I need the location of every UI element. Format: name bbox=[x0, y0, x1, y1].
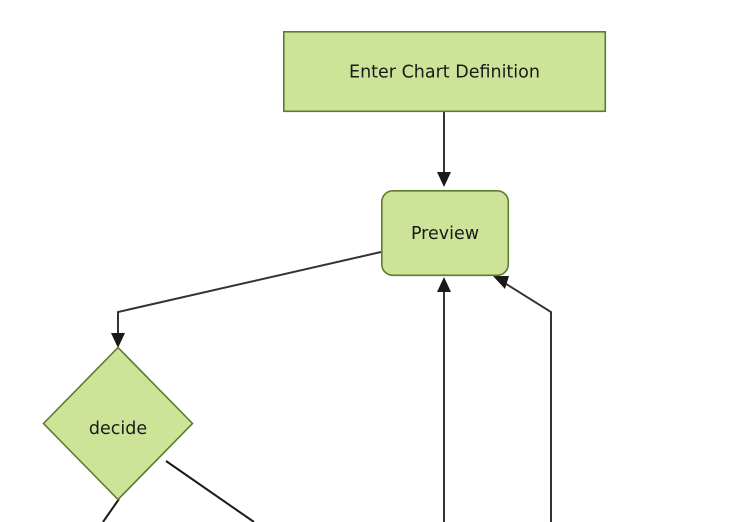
node-rectangle[interactable] bbox=[282, 30, 607, 113]
edge-decide-to-bottom-right bbox=[165, 460, 255, 522]
node-preview[interactable]: Preview bbox=[380, 190, 510, 277]
edge-bottom-center-to-preview bbox=[437, 277, 451, 522]
edge-bottom-right-to-preview bbox=[493, 276, 552, 522]
edge-line bbox=[117, 251, 382, 335]
node-layer: Enter Chart Definition Preview decide bbox=[42, 30, 607, 501]
node-label-decide: decide bbox=[89, 419, 147, 439]
edge-layer bbox=[102, 112, 552, 522]
node-enter-chart-definition[interactable]: Enter Chart Definition bbox=[282, 30, 607, 113]
edge-enter-to-preview bbox=[437, 112, 451, 187]
node-label-preview: Preview bbox=[411, 224, 479, 244]
edge-line bbox=[102, 498, 120, 522]
node-rounded-rectangle[interactable] bbox=[380, 190, 510, 277]
edge-decide-to-bottom-left bbox=[102, 498, 120, 522]
arrowhead-up-icon bbox=[437, 277, 451, 292]
arrowhead-up-left-icon bbox=[493, 276, 509, 289]
arrowhead-down-icon bbox=[111, 333, 125, 348]
node-label-enter-chart-definition: Enter Chart Definition bbox=[349, 63, 540, 83]
arrowhead-down-icon bbox=[437, 172, 451, 187]
edge-line bbox=[502, 281, 552, 522]
node-decide[interactable]: decide bbox=[42, 346, 194, 501]
edge-preview-to-decide bbox=[111, 251, 382, 348]
edge-line bbox=[165, 460, 255, 522]
node-diamond[interactable] bbox=[42, 346, 194, 501]
